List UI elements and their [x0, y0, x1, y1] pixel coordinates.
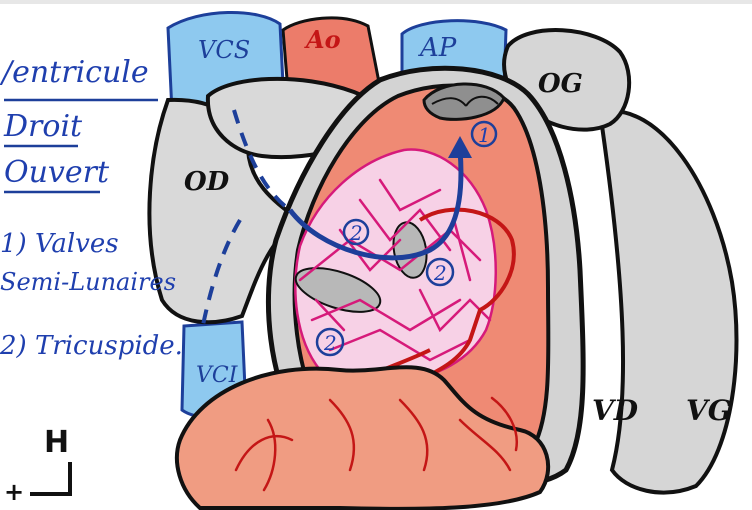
vd-label: VD [592, 394, 639, 427]
orientation-h-label: H [44, 425, 69, 460]
legend-item-1: 1) Valves [0, 229, 119, 259]
legend-item-3: 2) Tricuspide. [0, 331, 183, 361]
title-note: /entricule Droit Ouvert [0, 55, 158, 192]
vg-label: VG [686, 394, 732, 427]
od-label: OD [184, 167, 230, 197]
left-ventricle-shape [600, 111, 737, 493]
vci-label: VCI [196, 363, 239, 388]
title-line-3: Ouvert [4, 155, 110, 190]
marker-2c-label: 2 [323, 331, 337, 355]
ao-label: Ao [304, 25, 341, 54]
marker-2a-label: 2 [349, 221, 363, 245]
orientation-corner-label: + [4, 478, 24, 506]
marker-2b-label: 2 [433, 261, 447, 285]
title-line-1: /entricule [0, 55, 149, 90]
orientation-mark: H + [4, 425, 72, 506]
title-line-2: Droit [3, 109, 83, 144]
ap-label: AP [418, 33, 457, 63]
vcs-label: VCS [198, 36, 250, 64]
legend-item-2: Semi-Lunaires [0, 268, 176, 296]
marker-1-label: 1 [478, 123, 491, 147]
og-label: OG [538, 69, 583, 99]
